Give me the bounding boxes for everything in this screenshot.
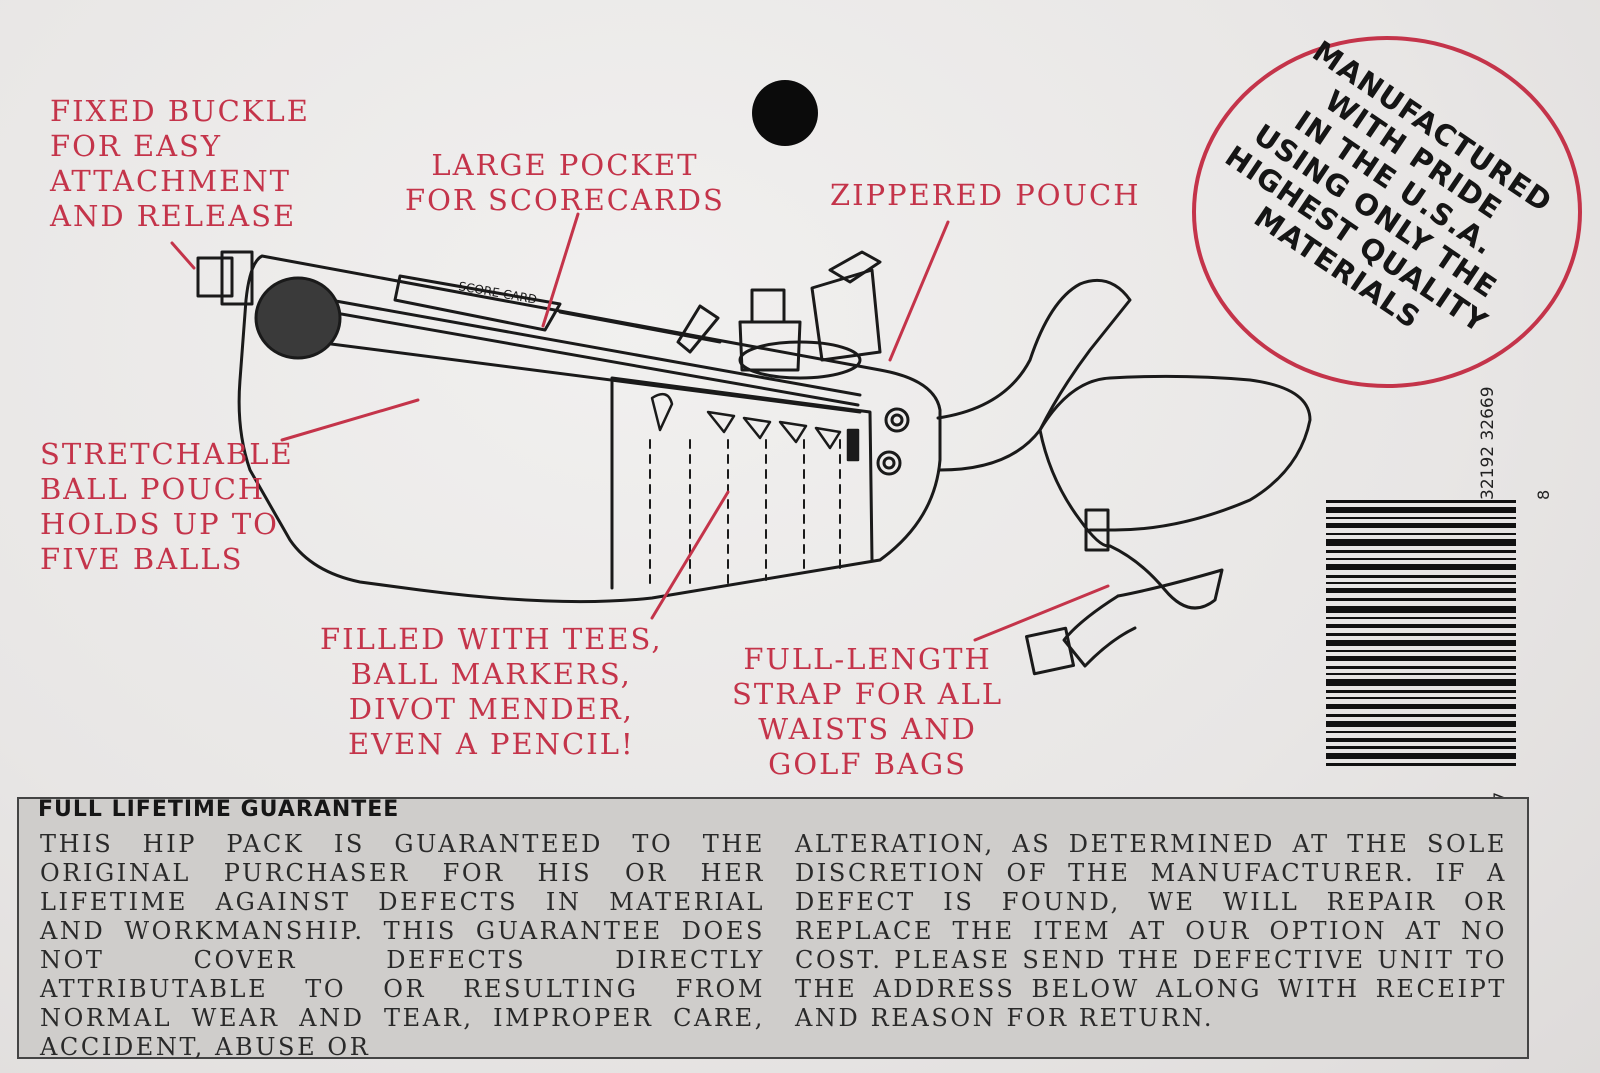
callout-ball-pouch: STRETCHABLE BALL POUCH HOLDS UP TO FIVE … — [40, 437, 294, 576]
guarantee-text-right: alteration, as determined at the sole di… — [795, 830, 1507, 1032]
callout-strap: FULL-LENGTH STRAP FOR ALL WAISTS AND GOL… — [732, 642, 1004, 781]
barcode-digits: 32192 32669 — [1478, 386, 1498, 500]
made-in-usa-seal — [1192, 36, 1582, 388]
callout-tees: FILLED WITH TEES, BALL MARKERS, DIVOT ME… — [320, 622, 663, 761]
callout-large-pocket: LARGE POCKET FOR SCORECARDS — [405, 148, 725, 217]
strap-buckle — [1024, 626, 1076, 676]
fixed-buckle — [196, 256, 234, 298]
golf-ball — [254, 276, 342, 360]
guarantee-text-left: This hip pack is guaranteed to the origi… — [40, 830, 765, 1061]
guarantee-box — [17, 797, 1529, 1059]
barcode-right-digit: 8 — [1534, 489, 1553, 500]
callout-zippered-pouch: ZIPPERED POUCH — [830, 178, 1141, 212]
scorecard — [393, 274, 562, 332]
callout-fixed-buckle: FIXED BUCKLE FOR EASY ATTACHMENT AND REL… — [50, 94, 310, 233]
zipper-line — [328, 298, 862, 397]
scorecard-label: SCORE CARD — [457, 279, 538, 307]
guarantee-title: FULL LIFETIME GUARANTEE — [38, 797, 400, 822]
strap — [936, 279, 1132, 472]
bag-outline — [237, 254, 942, 604]
front-pocket — [610, 376, 874, 590]
barcode — [1326, 500, 1516, 766]
hang-hole — [752, 80, 818, 146]
